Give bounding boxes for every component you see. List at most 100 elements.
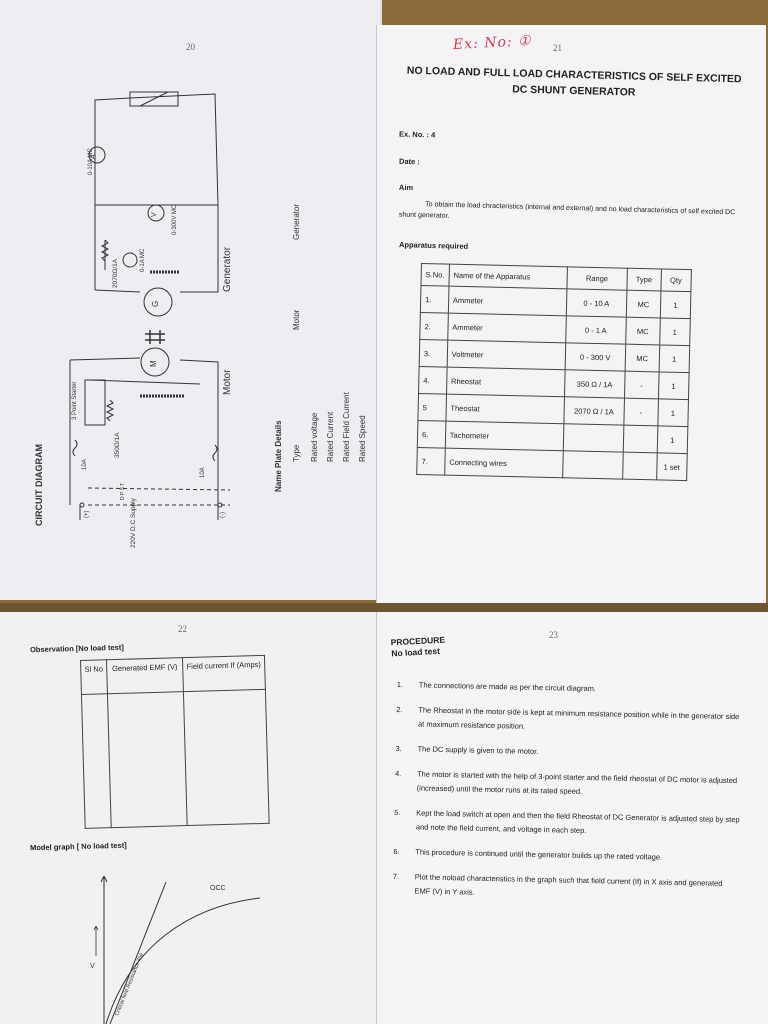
y-axis-label: V <box>90 963 95 970</box>
supply-label: 220V D.C Supply <box>130 498 137 548</box>
table-cell <box>562 450 624 480</box>
table-cell: Connecting wires <box>444 448 564 478</box>
procedure-step: 4. The motor is started with the help of … <box>395 767 742 802</box>
table-cell: Rheostat <box>446 367 565 397</box>
table-cell: 1 <box>658 344 690 373</box>
nameplate-col-motor: Motor <box>292 309 301 330</box>
table-row <box>81 689 270 829</box>
plus-terminal: (+) <box>84 510 90 519</box>
procedure-heading: PROCEDURE No load test <box>390 635 445 660</box>
table-cell: 5 <box>417 393 447 422</box>
table-cell: 1. <box>420 285 449 314</box>
page-22: 22 Observation [No load test] Sl No Gene… <box>0 610 380 1024</box>
observation-title: Observation [No load test] <box>29 642 124 655</box>
observation-table: Sl No Generated EMF (V) Field current If… <box>80 655 270 829</box>
table-cell: MC <box>626 290 661 318</box>
load-resistor <box>129 91 179 107</box>
experiment-title: NO LOAD AND FULL LOAD CHARACTERISTICS OF… <box>406 64 742 99</box>
table-cell: Theostat <box>445 394 565 424</box>
nameplate-row: Rated Speed <box>358 415 367 462</box>
motor-symbol: M <box>149 360 158 367</box>
step-text: The motor is started with the help of 3-… <box>416 769 738 796</box>
procedure-step: 7.Plot the noload characteristics in the… <box>392 870 739 905</box>
ammeter-icon <box>122 252 138 268</box>
step-number: 4. <box>394 768 402 779</box>
circuit-wires <box>69 93 231 520</box>
table-cell: 350 Ω / 1A <box>564 369 625 399</box>
table-cell: 1 <box>657 425 688 454</box>
procedure-step: 2.The Rheostat in the motor side is kept… <box>396 703 743 738</box>
page-number: 22 <box>178 624 187 634</box>
apparatus-table: S.No. Name of the Apparatus Range Type Q… <box>416 263 692 481</box>
table-header: S.No. <box>420 263 450 287</box>
generator-symbol: G <box>151 300 160 307</box>
table-cell: 1 <box>660 290 691 319</box>
table-cell: - <box>623 398 659 426</box>
range-label: 0-1A MC <box>140 248 146 272</box>
page-number: 21 <box>553 43 562 53</box>
motor-label: Motor <box>222 369 233 395</box>
generator-label: Generator <box>222 246 233 292</box>
handwritten-annotation: Ex: No: ① <box>452 32 533 54</box>
table-cell: - <box>624 371 659 399</box>
table-cell: 0 - 10 A <box>566 288 627 318</box>
model-graph-title: Model graph [ No load test] <box>29 840 127 853</box>
table-header: Field current If (Amps) <box>182 655 266 692</box>
generator-icon <box>143 287 173 317</box>
occ-curve <box>105 897 261 1024</box>
table-header-row: Sl No Generated EMF (V) Field current If… <box>80 655 266 695</box>
table-cell <box>622 452 658 480</box>
table-cell: 3. <box>419 339 448 368</box>
table-cell: 0 - 1 A <box>565 315 627 345</box>
aim-label: Aim <box>398 182 414 193</box>
table-cell: MC <box>625 317 661 345</box>
table-cell: MC <box>624 344 660 372</box>
table-cell: 2070 Ω / 1A <box>563 396 625 426</box>
table-header: Type <box>626 268 662 291</box>
step-number: 5. <box>394 807 401 818</box>
table-cell <box>623 425 658 453</box>
step-text: This procedure is continued until the ge… <box>415 847 663 862</box>
circuit-diagram <box>69 91 231 520</box>
table-header: Sl No <box>80 659 108 695</box>
table-header: Name of the Apparatus <box>448 264 568 289</box>
page-20: 20 <box>0 0 380 600</box>
table-cell: 7. <box>416 447 446 476</box>
ammeter-symbol: A <box>90 154 97 159</box>
model-graph: OCC V Critical field Resistance line <box>90 875 261 1024</box>
critical-resistance-line <box>109 881 167 1024</box>
table-header: Range <box>566 266 628 291</box>
nameplate-row: Rated Current <box>326 411 335 462</box>
step-number: 6. <box>393 846 400 857</box>
table-cell: Ammeter <box>447 313 567 343</box>
nameplate-row: Rated Field Current <box>342 392 351 462</box>
step-text: The connections are made as per the circ… <box>418 680 597 694</box>
page-23: 23 PROCEDURE No load test 1. The connecti… <box>376 612 768 1024</box>
voltmeter-icon <box>147 204 165 222</box>
step-text: The DC supply is given to the motor. <box>417 744 539 756</box>
table-cell: 0 - 300 V <box>564 342 626 372</box>
step-text: Plot the noload characteristics in the g… <box>414 872 723 897</box>
voltmeter-symbol: V <box>151 212 158 217</box>
procedure-step: 1. The connections are made as per the ci… <box>397 678 743 699</box>
table-cell <box>563 423 624 453</box>
range-label: 0-300V MC <box>172 204 178 235</box>
nameplate-details: Name Plate Details Type Rated voltage Ra… <box>270 204 370 510</box>
occ-label: OCC <box>210 885 226 892</box>
procedure-steps: 1. The connections are made as per the ci… <box>392 678 743 916</box>
circuit-diagram-title: CIRCUIT DIAGRAM <box>34 444 44 526</box>
nameplate-row: Rated voltage <box>310 412 319 462</box>
nameplate-title: Name Plate Details <box>274 420 283 492</box>
ammeter-icon <box>88 146 106 164</box>
starter-box <box>84 379 106 426</box>
step-number: 1. <box>396 679 404 690</box>
fuse-label: 10A <box>200 467 206 478</box>
starter-label: 3 Point Starter <box>72 381 78 420</box>
motor-icon <box>140 347 170 377</box>
step-text: The Rheostat in the motor side is kept a… <box>417 705 740 731</box>
table-cell: 4. <box>418 366 447 395</box>
table-cell: Tachometer <box>445 421 564 451</box>
page-number: 23 <box>549 630 558 640</box>
nameplate-row: Type <box>292 444 301 462</box>
procedure-subtitle: No load test <box>391 645 441 659</box>
